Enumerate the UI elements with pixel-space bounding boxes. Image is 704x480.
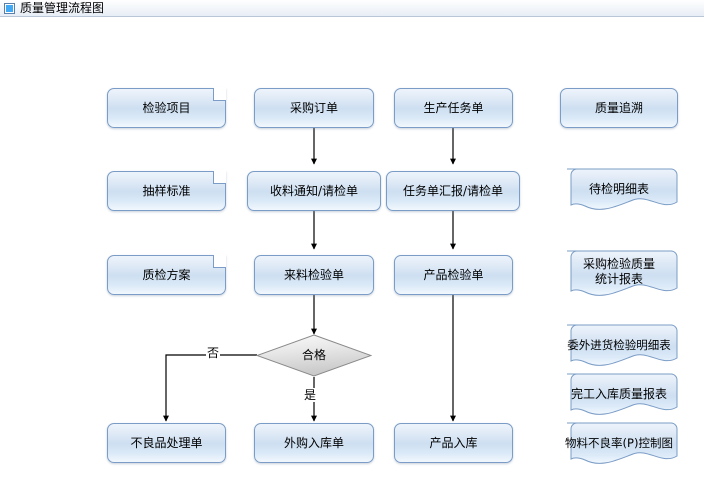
- node-label: 合格: [301, 348, 326, 362]
- node-label: 收料通知/请检单: [269, 183, 359, 198]
- node-task-report-inspection-request[interactable]: 任务单汇报/请检单: [386, 171, 520, 211]
- node-label: 质量追溯: [594, 100, 643, 115]
- edge-decision-no-to-defect-handling: [163, 354, 257, 422]
- node-material-defect-rate-p-control-chart[interactable]: 物料不良率(P)控制图: [560, 422, 678, 470]
- node-incoming-inspection-form[interactable]: 来料检验单: [254, 255, 374, 295]
- folded-corner-icon: [213, 254, 226, 268]
- node-label: 委外进货检验明细表: [567, 337, 671, 352]
- node-inspection-item[interactable]: 检验项目: [107, 87, 226, 128]
- node-quality-inspection-plan[interactable]: 质检方案: [107, 254, 226, 295]
- node-label: 待检明细表: [588, 181, 649, 196]
- edge-label-yes: 是: [303, 388, 318, 402]
- wavy-document-icon: [567, 373, 678, 415]
- node-production-task-order[interactable]: 生产任务单: [394, 88, 513, 128]
- node-purchase-order[interactable]: 采购订单: [254, 88, 374, 128]
- node-label: 来料检验单: [283, 267, 344, 282]
- folded-corner-icon: [213, 87, 226, 101]
- node-label: 产品入库: [429, 435, 478, 450]
- window-square-icon: [4, 2, 15, 14]
- node-label: 任务单汇报/请检单: [402, 183, 504, 198]
- node-product-inspection-form[interactable]: 产品检验单: [394, 255, 513, 295]
- node-label: 物料不良率(P)控制图: [565, 435, 673, 450]
- wavy-document-icon: [567, 324, 678, 366]
- node-label: 质检方案: [142, 267, 191, 282]
- node-label: 外购入库单: [283, 435, 344, 450]
- wavy-document-icon: [567, 168, 678, 210]
- node-pending-inspection-list[interactable]: 待检明细表: [560, 168, 678, 216]
- window-title-bar: 质量管理流程图: [0, 0, 704, 17]
- node-sampling-standard[interactable]: 抽样标准: [107, 170, 226, 211]
- node-label: 检验项目: [142, 100, 191, 115]
- node-purchase-inbound-form[interactable]: 外购入库单: [254, 423, 374, 463]
- node-product-inbound[interactable]: 产品入库: [394, 423, 513, 463]
- node-outsourced-incoming-inspection-list[interactable]: 委外进货检验明细表: [560, 324, 678, 372]
- node-defective-handling-form[interactable]: 不良品处理单: [107, 423, 226, 463]
- node-label: 抽样标准: [142, 183, 191, 198]
- node-quality-traceability[interactable]: 质量追溯: [560, 88, 678, 128]
- wavy-document-icon: [567, 250, 678, 296]
- node-decision-qualified[interactable]: 合格: [256, 334, 372, 377]
- node-label: 采购检验质量 统计报表: [582, 257, 655, 286]
- window-title: 质量管理流程图: [20, 0, 105, 15]
- node-label: 产品检验单: [423, 267, 484, 282]
- node-label: 采购订单: [289, 100, 338, 115]
- node-label: 完工入库质量报表: [570, 386, 667, 401]
- node-purchase-inspection-quality-report[interactable]: 采购检验质量 统计报表: [560, 250, 678, 302]
- wavy-document-icon: [567, 422, 678, 464]
- edge-label-no: 否: [206, 346, 221, 360]
- diamond-shape-icon: [256, 334, 372, 377]
- folded-corner-icon: [213, 170, 226, 184]
- flowchart-canvas[interactable]: 否 是 检验项目 采购订单 生产任务单 质量追溯 抽样标准 收料通知/请检单 任…: [0, 18, 704, 480]
- node-label: 不良品处理单: [130, 435, 203, 450]
- node-receiving-notice-inspection-request[interactable]: 收料通知/请检单: [247, 171, 381, 211]
- node-label: 生产任务单: [423, 100, 484, 115]
- node-finished-goods-inbound-quality-report[interactable]: 完工入库质量报表: [560, 373, 678, 421]
